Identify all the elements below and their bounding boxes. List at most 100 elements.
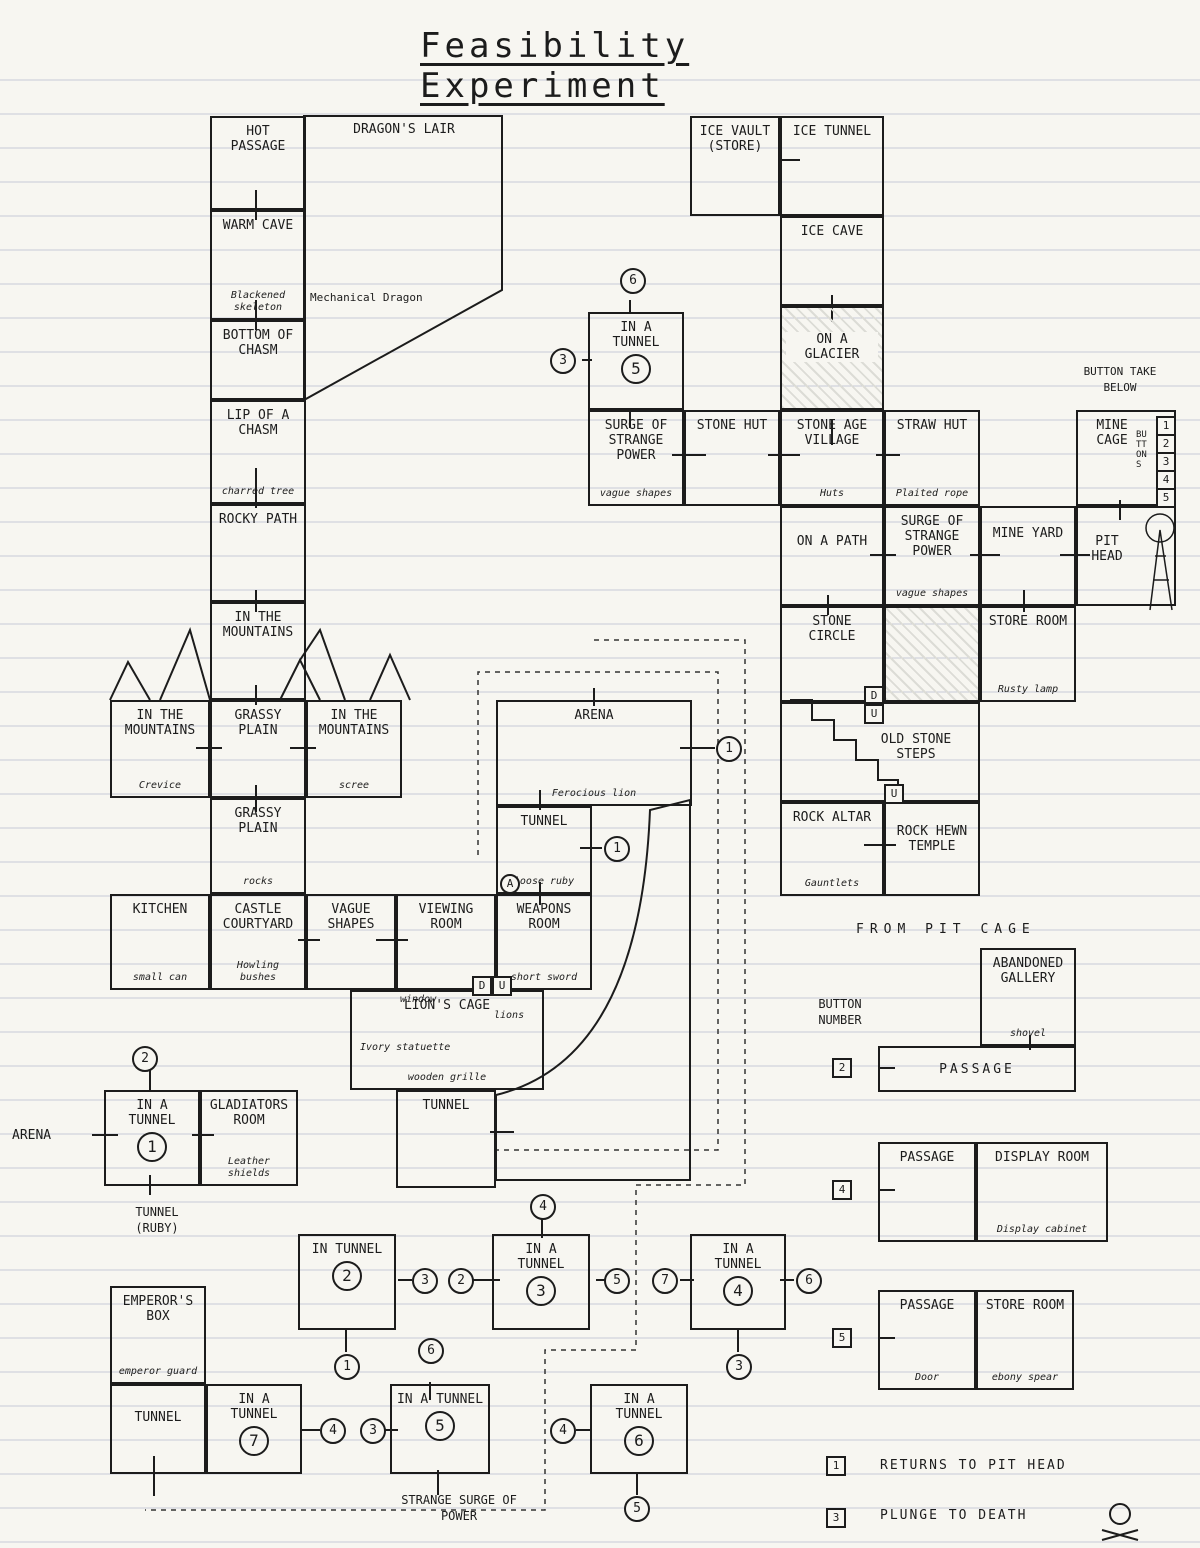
room-label: In a Tunnel — [612, 320, 660, 350]
dragon-lair-outline — [303, 115, 503, 402]
stair-down-marker: D — [864, 686, 884, 706]
room-label: Passage — [899, 1298, 955, 1313]
room-label: Store Room — [988, 614, 1068, 629]
room-lip-of-chasm[interactable]: Lip of a Chasmcharred tree — [210, 400, 306, 504]
button-5[interactable]: 5 — [1156, 488, 1176, 508]
room-item: Plaited rope — [895, 488, 969, 499]
room-pit-head[interactable]: Pit Head — [1076, 506, 1176, 606]
exit-marker: 3 — [412, 1268, 438, 1294]
room-label: Dragon's Lair — [353, 122, 455, 137]
button-number-label: Button Number — [818, 997, 862, 1027]
room-item: Blackened skeleton — [230, 290, 286, 313]
room-grassy-plain-south[interactable]: Grassy Plainrocks — [210, 798, 306, 894]
room-display-room[interactable]: Display RoomDisplay cabinet — [976, 1142, 1108, 1242]
exit-marker: 5 — [624, 1496, 650, 1522]
room-on-a-path[interactable]: On a Path — [780, 506, 884, 606]
room-in-a-tunnel-5-top[interactable]: In a Tunnel5 — [588, 312, 684, 410]
room-in-tunnel-2[interactable]: In Tunnel2 — [298, 1234, 396, 1330]
room-stone-age-village[interactable]: Stone Age VillageHuts — [780, 410, 884, 506]
room-in-a-tunnel-6[interactable]: In a Tunnel 6 — [590, 1384, 688, 1474]
room-tunnel-sw[interactable]: Tunnel — [110, 1384, 206, 1474]
room-in-the-mountains-west[interactable]: In the MountainsCrevice — [110, 700, 210, 798]
room-warm-cave[interactable]: Warm CaveBlackened skeleton — [210, 210, 306, 320]
room-label: In a Tunnel — [615, 1392, 663, 1422]
room-label: Rock Hewn Temple — [896, 824, 968, 854]
room-passage-4[interactable]: Passage — [878, 1142, 976, 1242]
room-item: Ferocious lion — [551, 788, 637, 799]
room-grassy-plain-north[interactable]: Grassy Plain — [210, 700, 306, 798]
room-on-a-glacier[interactable]: On a Glacier — [780, 306, 884, 410]
room-emperors-box[interactable]: Emperor's Boxemperor guard — [110, 1286, 206, 1384]
room-surge-of-strange-power-1[interactable]: Surge of Strange Powervague shapes — [588, 410, 684, 506]
legend-returns-to-pit-head: Returns to Pit Head — [880, 1458, 1067, 1473]
room-abandoned-gallery[interactable]: Abandoned Galleryshovel — [980, 948, 1076, 1046]
button-2[interactable]: 2 — [1156, 434, 1176, 454]
room-passage-5[interactable]: PassageDoor — [878, 1290, 976, 1390]
ruled-lines — [0, 79, 1200, 1543]
button-1[interactable]: 1 — [1156, 416, 1176, 436]
legend-plunge-to-death: Plunge to Death — [880, 1508, 1028, 1523]
strange-surge-label: Strange Surge of Power — [401, 1493, 517, 1523]
room-viewing-room[interactable]: Viewing Room — [396, 894, 496, 990]
room-ice-vault[interactable]: Ice Vault (Store) — [690, 116, 780, 216]
tunnel-number: 5 — [425, 1411, 455, 1441]
room-straw-hut[interactable]: Straw HutPlaited rope — [884, 410, 980, 506]
room-rock-altar[interactable]: Rock AltarGauntlets — [780, 802, 884, 896]
room-ice-tunnel[interactable]: Ice Tunnel — [780, 116, 884, 216]
room-label: In Tunnel — [311, 1242, 383, 1257]
room-in-a-tunnel-4[interactable]: In a Tunnel4 — [690, 1234, 786, 1330]
mountain-peaks — [109, 627, 411, 701]
room-weapons-room[interactable]: Weapons Roomshort sword — [496, 894, 592, 990]
button-3[interactable]: 3 — [1156, 452, 1176, 472]
room-item: Howling bushes — [236, 960, 280, 983]
room-tunnel-bottom[interactable]: Tunnel — [396, 1090, 496, 1188]
room-in-a-tunnel-5-bottom[interactable]: In a Tunnel5 — [390, 1384, 490, 1474]
room-in-a-tunnel-3[interactable]: In a Tunnel3 — [492, 1234, 590, 1330]
room-hot-passage[interactable]: Hot Passage — [210, 116, 306, 210]
exit-marker: 6 — [418, 1338, 444, 1364]
room-kitchen[interactable]: Kitchensmall can — [110, 894, 210, 990]
room-tunnel-ruby[interactable]: Tunnelloose ruby — [496, 806, 592, 894]
room-in-a-tunnel-7[interactable]: In a Tunnel7 — [206, 1384, 302, 1474]
room-in-a-tunnel-1[interactable]: In a Tunnel1 — [104, 1090, 200, 1186]
room-in-the-mountains-east[interactable]: In the Mountainsscree — [306, 700, 402, 798]
button-4[interactable]: 4 — [1156, 470, 1176, 490]
room-in-the-mountains-north[interactable]: In the Mountains — [210, 602, 306, 700]
room-label: Passage — [939, 1062, 1015, 1077]
room-ice-cave[interactable]: Ice Cave — [780, 216, 884, 306]
room-item: vague shapes — [895, 588, 969, 599]
room-dragons-lair[interactable]: Dragon's Lair — [306, 116, 502, 156]
room-mine-yard[interactable]: Mine Yard — [980, 506, 1076, 606]
room-store-room-east[interactable]: Store RoomRusty lamp — [980, 606, 1076, 702]
room-arena[interactable]: ArenaFerocious lion — [496, 700, 692, 806]
room-rocky-path[interactable]: Rocky Path — [210, 504, 306, 602]
exit-marker: 4 — [320, 1418, 346, 1444]
room-label: In the Mountains — [222, 610, 294, 640]
room-vague-shapes[interactable]: Vague Shapes — [306, 894, 396, 990]
room-passage-2[interactable]: Passage — [878, 1046, 1076, 1092]
room-stone-hut[interactable]: Stone Hut — [684, 410, 780, 506]
room-label: Display Room — [995, 1150, 1089, 1165]
room-bottom-of-chasm[interactable]: Bottom of Chasm — [210, 320, 306, 400]
exit-marker: 1 — [716, 736, 742, 762]
room-label: Stone Age Village — [796, 418, 868, 448]
room-castle-courtyard[interactable]: Castle CourtyardHowling bushes — [210, 894, 306, 990]
legend-key-3: 3 — [826, 1508, 846, 1528]
tunnel-number: 6 — [624, 1426, 654, 1456]
room-item: Display cabinet — [996, 1224, 1088, 1235]
room-gladiators-room[interactable]: Gladiators RoomLeather shields — [200, 1090, 298, 1186]
room-item: short sword — [510, 972, 578, 983]
room-item: charred tree — [221, 486, 295, 497]
room-lions-cage[interactable]: Lion's Cagewooden grille — [350, 990, 544, 1090]
room-rock-hewn-temple[interactable]: Rock Hewn Temple — [884, 802, 980, 896]
room-mine-cage[interactable]: Mine Cage — [1076, 410, 1176, 506]
room-label: Viewing Room — [418, 902, 474, 932]
room-stone-circle[interactable]: Stone Circle — [780, 606, 884, 702]
room-store-room-south[interactable]: Store Roomebony spear — [976, 1290, 1074, 1390]
from-pit-cage-label: From Pit Cage — [856, 922, 1036, 937]
room-surge-of-strange-power-2[interactable]: Surge of Strange Powervague shapes — [884, 506, 980, 606]
room-item: wooden grille — [407, 1072, 487, 1083]
exit-marker: 4 — [550, 1418, 576, 1444]
room-old-stone-steps[interactable]: Old Stone Steps — [780, 702, 980, 802]
